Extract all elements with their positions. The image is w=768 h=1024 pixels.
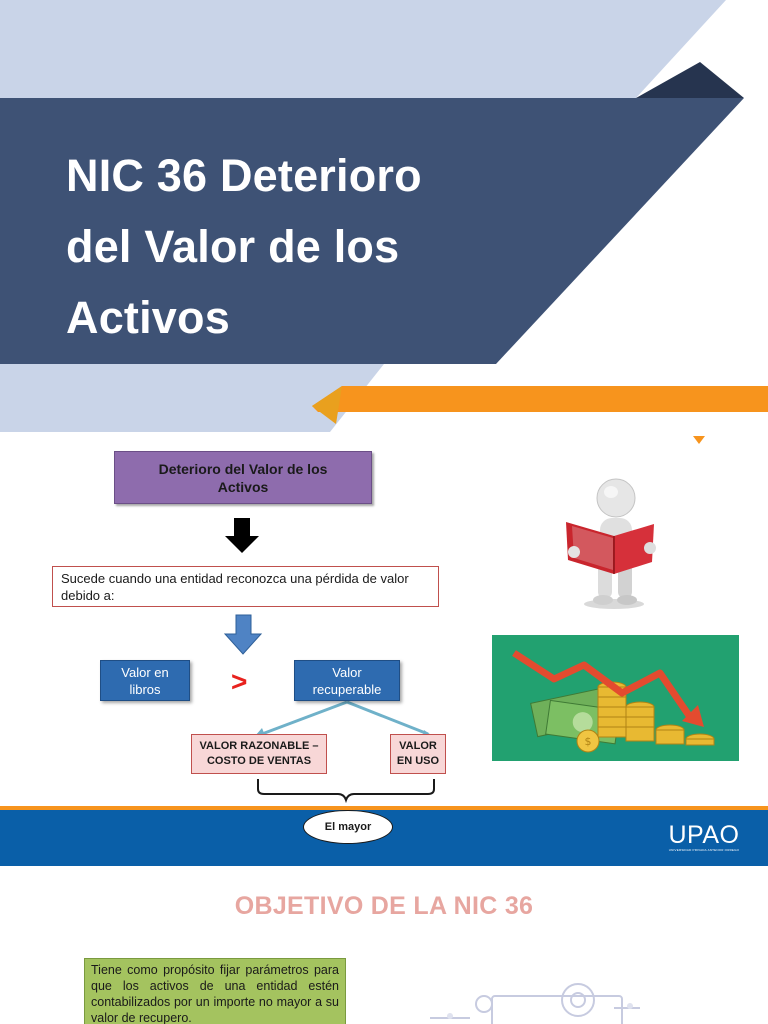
- objetivo-slide: OBJETIVO DE LA NIC 36 Tiene como propósi…: [0, 866, 768, 1024]
- down-arrow-icon: [223, 614, 263, 655]
- el-mayor-label: El mayor: [303, 810, 393, 844]
- title-background: [0, 0, 768, 432]
- upao-logo: UPAO UNIVERSIDAD PRIVADA ANTENOR ORREGO: [659, 822, 749, 852]
- title-line-3: Activos: [66, 292, 230, 343]
- upao-logo-subtitle: UNIVERSIDAD PRIVADA ANTENOR ORREGO: [668, 848, 740, 852]
- sucede-box: Sucede cuando una entidad reconozca una …: [52, 566, 439, 607]
- objetivo-text-box: Tiene como propósito fijar parámetros pa…: [84, 958, 346, 1024]
- title-line-2: del Valor de los: [66, 221, 400, 272]
- diagram-slide: Deterioro del Valor de los Activos Suced…: [0, 432, 768, 866]
- money-decline-icon: $: [492, 635, 739, 761]
- gear-illustration-icon: [430, 983, 640, 1024]
- greater-than-sign: >: [231, 666, 248, 697]
- reader-figure-icon: [566, 478, 656, 609]
- title-line-1: NIC 36 Deterioro: [66, 150, 422, 201]
- valor-razonable-box: VALOR RAZONABLE – COSTO DE VENTAS: [191, 734, 327, 774]
- svg-text:$: $: [585, 735, 592, 748]
- valor-recuperable-box: Valor recuperable: [294, 660, 400, 701]
- valor-libros-box: Valor en libros: [100, 660, 190, 701]
- upao-logo-word: UPAO: [668, 821, 740, 849]
- valor-uso-box: VALOR EN USO: [390, 734, 446, 774]
- down-arrow-icon: [225, 518, 259, 553]
- slide-title: NIC 36 Deterioro del Valor de los Activo…: [66, 140, 526, 353]
- footer-notch: [693, 436, 705, 444]
- objetivo-title: OBJETIVO DE LA NIC 36: [234, 892, 534, 920]
- title-slide: NIC 36 Deterioro del Valor de los Activo…: [0, 0, 768, 432]
- deterioro-box: Deterioro del Valor de los Activos: [114, 451, 372, 504]
